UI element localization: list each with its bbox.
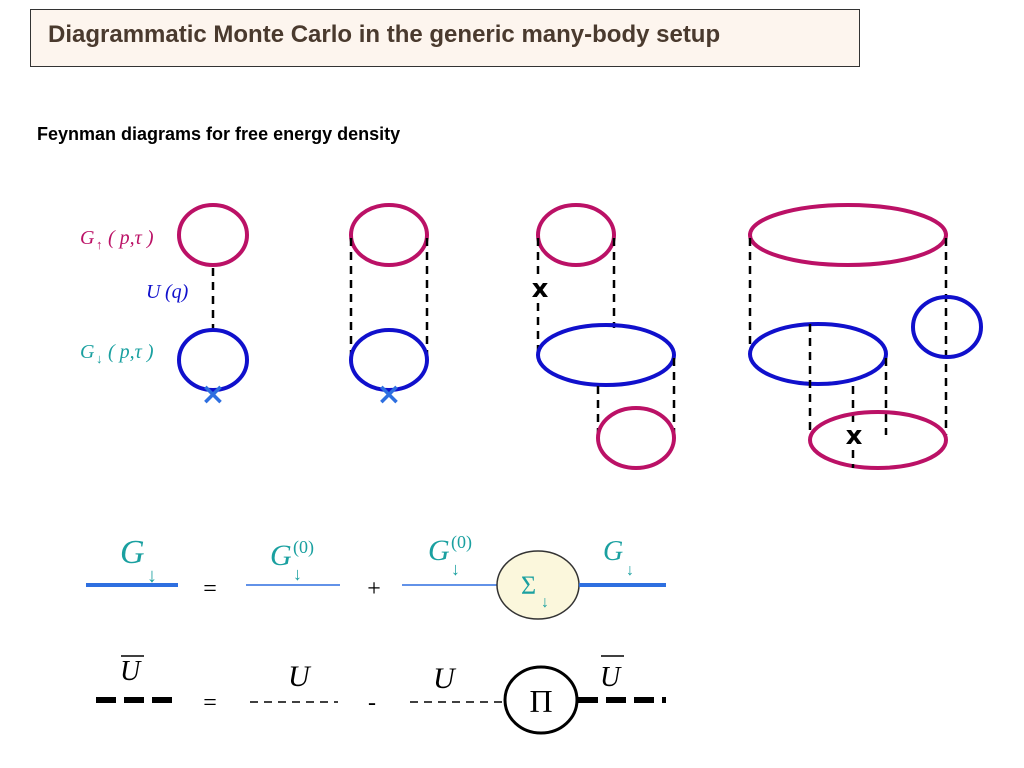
svg-text:(0): (0) — [293, 537, 314, 558]
cross-marker: x — [846, 421, 863, 451]
svg-text:G: G — [80, 341, 95, 363]
diagram-2: × — [349, 203, 429, 412]
svg-text:( p,τ ): ( p,τ ) — [108, 227, 154, 249]
loop-up — [349, 203, 429, 267]
svg-text:U: U — [600, 662, 622, 693]
svg-text:U: U — [146, 281, 162, 303]
lhs-g-down: G ↓ — [120, 534, 157, 587]
pi-symbol: Π — [529, 683, 552, 719]
loop-up-large — [748, 203, 948, 267]
polarization-bubble — [503, 665, 579, 735]
dyson-equation-u: U = U - U Π U — [96, 655, 666, 735]
loop-down — [748, 322, 888, 386]
title-box — [30, 9, 860, 67]
svg-text:G: G — [603, 536, 623, 567]
slide-title: Diagrammatic Monte Carlo in the generic … — [48, 21, 721, 48]
slide-subtitle: Feynman diagrams for free energy density — [37, 124, 401, 144]
label-g-down: G ↓ ( p,τ ) — [80, 341, 154, 366]
self-energy-bubble — [496, 550, 580, 620]
term2-u: U — [433, 662, 457, 695]
loop-down — [349, 328, 429, 392]
term2-u-bar: U — [600, 655, 624, 693]
svg-text:↓: ↓ — [451, 559, 460, 579]
loop-down — [536, 323, 676, 387]
loop-down — [177, 328, 249, 392]
sigma-down: Σ ↓ — [521, 571, 549, 611]
svg-text:↑: ↑ — [96, 237, 103, 252]
svg-text:↓: ↓ — [147, 565, 157, 587]
plus-sign: + — [367, 576, 381, 602]
label-g-up: G ↑ ( p,τ ) — [80, 227, 154, 252]
diagram-3: x — [532, 203, 676, 470]
loop-up — [536, 203, 616, 267]
term2-g0-down: G (0) ↓ — [428, 532, 472, 579]
svg-text:(q): (q) — [165, 281, 189, 303]
svg-text:( p,τ ): ( p,τ ) — [108, 341, 154, 363]
svg-text:(0): (0) — [451, 532, 472, 553]
loop-down-small — [911, 295, 983, 359]
loop-up — [177, 203, 249, 267]
blue-cross-marker: × — [200, 377, 225, 412]
svg-text:Σ: Σ — [521, 571, 536, 600]
loop-up — [596, 406, 676, 470]
svg-text:↓: ↓ — [96, 351, 103, 366]
svg-text:G: G — [270, 539, 292, 572]
blue-cross-marker: × — [376, 377, 401, 412]
label-u-q: U (q) — [146, 281, 189, 303]
term2-g-down: G ↓ — [603, 536, 634, 579]
svg-text:U: U — [120, 656, 142, 687]
term1-g0-down: G (0) ↓ — [270, 537, 314, 584]
diagram-4: x — [748, 203, 983, 470]
term1-u: U — [288, 660, 312, 693]
minus-sign: - — [368, 690, 376, 716]
svg-text:↓: ↓ — [293, 564, 302, 584]
cross-marker: x — [532, 274, 549, 304]
lhs-u-bar: U — [120, 655, 144, 687]
svg-text:G: G — [80, 227, 95, 249]
equals-sign: = — [203, 690, 217, 716]
svg-text:↓: ↓ — [541, 594, 549, 611]
svg-text:G: G — [428, 534, 450, 567]
equals-sign: = — [203, 576, 217, 602]
loop-up — [808, 410, 948, 470]
dyson-equation-g: G ↓ = G (0) ↓ + G (0) ↓ Σ ↓ G ↓ — [86, 532, 666, 620]
svg-text:G: G — [120, 534, 145, 571]
svg-text:↓: ↓ — [626, 562, 634, 579]
diagram-1: × — [177, 203, 249, 412]
